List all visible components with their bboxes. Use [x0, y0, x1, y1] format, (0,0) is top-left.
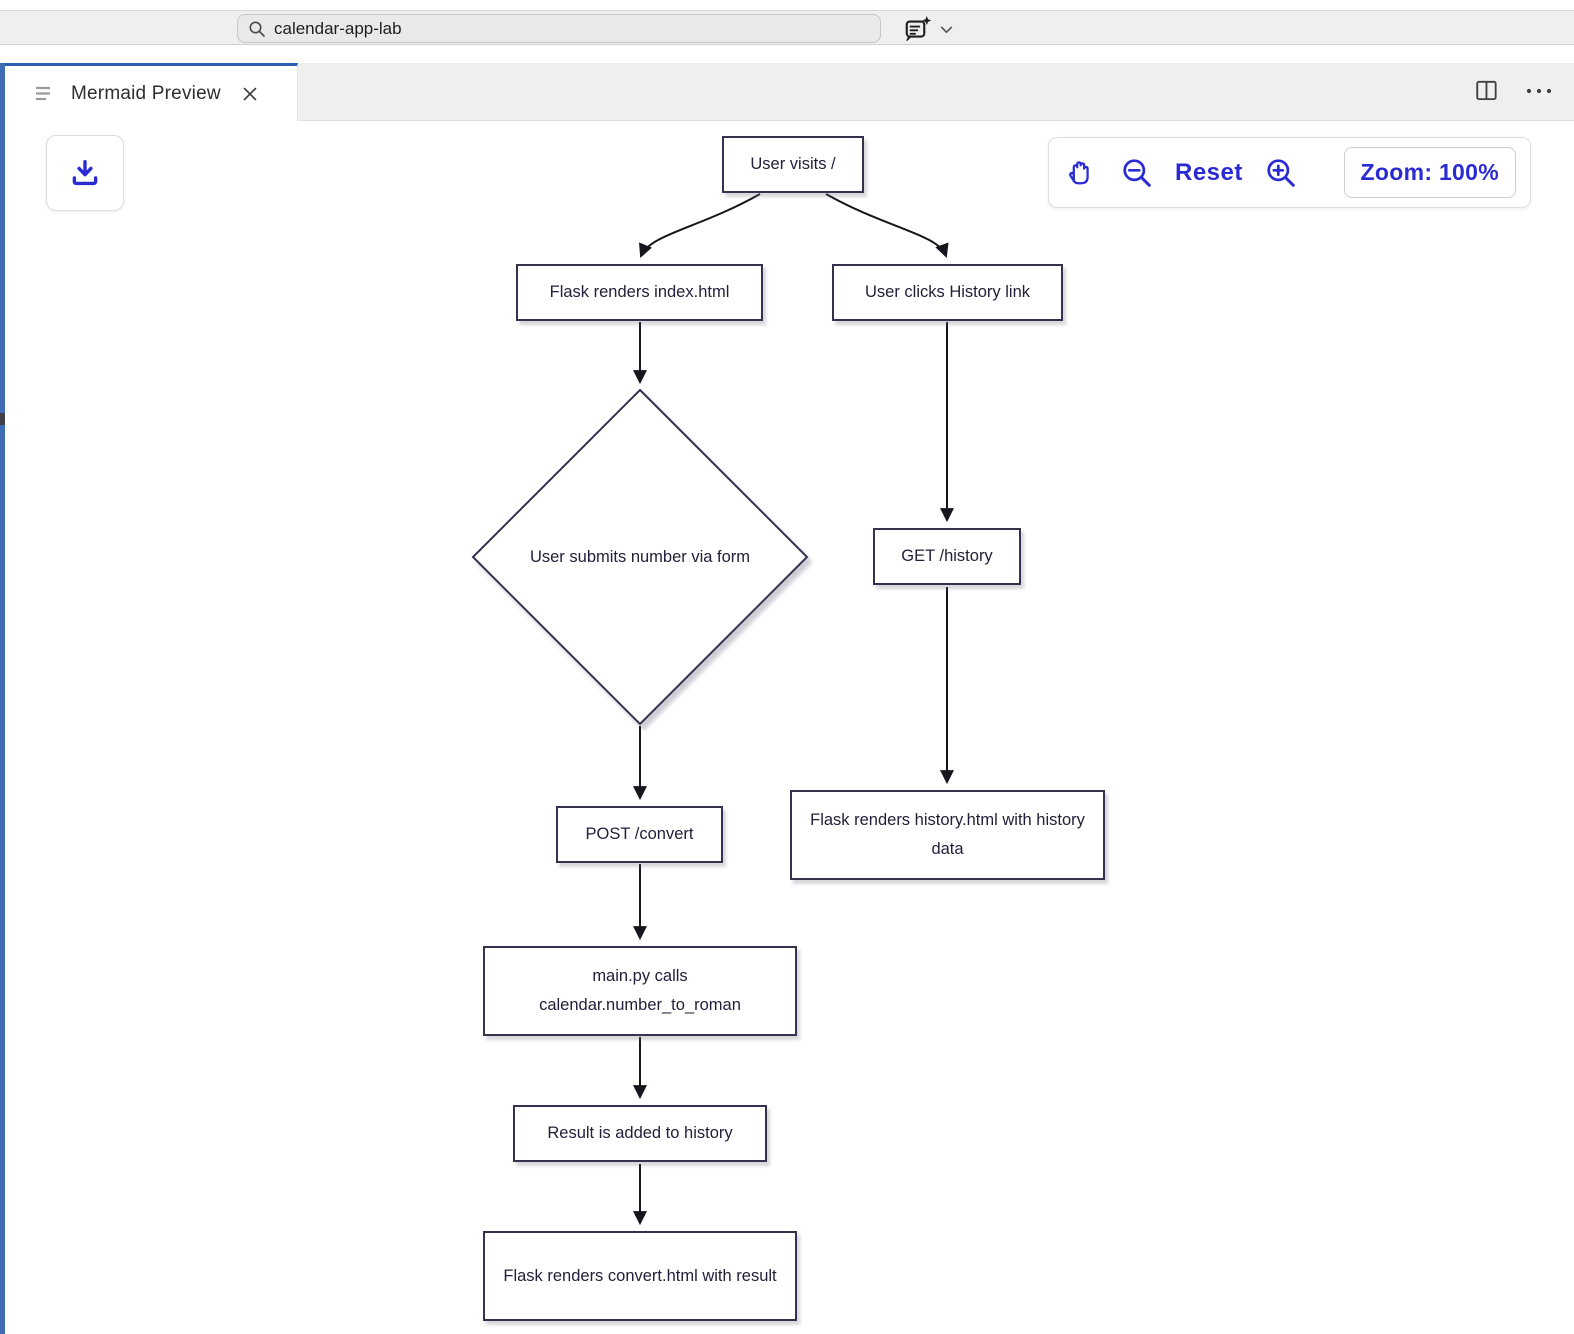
- zoom-in-icon: [1267, 158, 1295, 187]
- node-label: User clicks History link: [864, 283, 1031, 302]
- node-user-clicks-history: User clicks History link: [832, 264, 1063, 321]
- sash-handle[interactable]: [0, 413, 5, 425]
- download-icon: [72, 159, 98, 186]
- node-mainpy-calls: main.py calls calendar.number_to_roman: [483, 946, 797, 1036]
- node-post-convert: POST /convert: [556, 806, 723, 863]
- pan-button[interactable]: [1063, 155, 1099, 191]
- node-result-added-history: Result is added to history: [513, 1105, 767, 1162]
- node-label: Flask renders history.html with history …: [810, 811, 1085, 858]
- node-label: Flask renders index.html: [549, 283, 730, 302]
- copilot-menu-button[interactable]: [903, 13, 954, 45]
- search-input[interactable]: [274, 18, 834, 39]
- node-label: main.py calls calendar.number_to_roman: [539, 967, 741, 1014]
- zoom-in-button[interactable]: [1263, 155, 1299, 191]
- zoom-level-display: Zoom: 100%: [1343, 147, 1516, 198]
- pan-hand-icon: [1069, 160, 1089, 184]
- node-flask-renders-convert: Flask renders convert.html with result: [483, 1231, 797, 1321]
- zoom-out-icon: [1123, 158, 1151, 187]
- node-label: Flask renders convert.html with result: [503, 1266, 777, 1285]
- split-editor-icon[interactable]: [1474, 78, 1500, 104]
- node-label: POST /convert: [585, 825, 694, 844]
- node-label: User visits /: [750, 155, 836, 174]
- node-user-submits-number: User submits number via form: [480, 530, 800, 584]
- node-flask-renders-index: Flask renders index.html: [516, 264, 763, 321]
- tab-mermaid-preview[interactable]: Mermaid Preview: [5, 63, 298, 121]
- chevron-down-icon: [940, 26, 953, 33]
- node-user-visits: User visits /: [722, 136, 864, 193]
- editor-group-accent-bar: [0, 63, 5, 1334]
- preview-list-icon: [36, 86, 50, 100]
- more-actions-icon[interactable]: [1526, 86, 1552, 96]
- editor-actions: [1474, 63, 1552, 118]
- copilot-edit-icon: [905, 16, 932, 41]
- node-label: GET /history: [901, 547, 993, 566]
- command-search-box[interactable]: [237, 14, 881, 43]
- search-icon: [249, 21, 265, 37]
- tab-label: Mermaid Preview: [71, 82, 221, 104]
- node-label: Result is added to history: [547, 1124, 733, 1143]
- title-bar: [0, 10, 1574, 45]
- zoom-out-button[interactable]: [1119, 155, 1155, 191]
- tab-close-icon[interactable]: [241, 85, 259, 103]
- node-flask-renders-history: Flask renders history.html with history …: [790, 790, 1105, 880]
- zoom-toolbar: Reset Zoom: 100%: [1048, 137, 1531, 208]
- mermaid-preview-canvas[interactable]: Reset Zoom: 100%: [5, 122, 1574, 1334]
- tab-strip: Mermaid Preview: [5, 63, 1574, 121]
- node-label: User submits number via form: [529, 547, 751, 566]
- reset-zoom-button[interactable]: Reset: [1175, 158, 1243, 186]
- download-button[interactable]: [46, 135, 124, 211]
- node-get-history: GET /history: [873, 528, 1021, 585]
